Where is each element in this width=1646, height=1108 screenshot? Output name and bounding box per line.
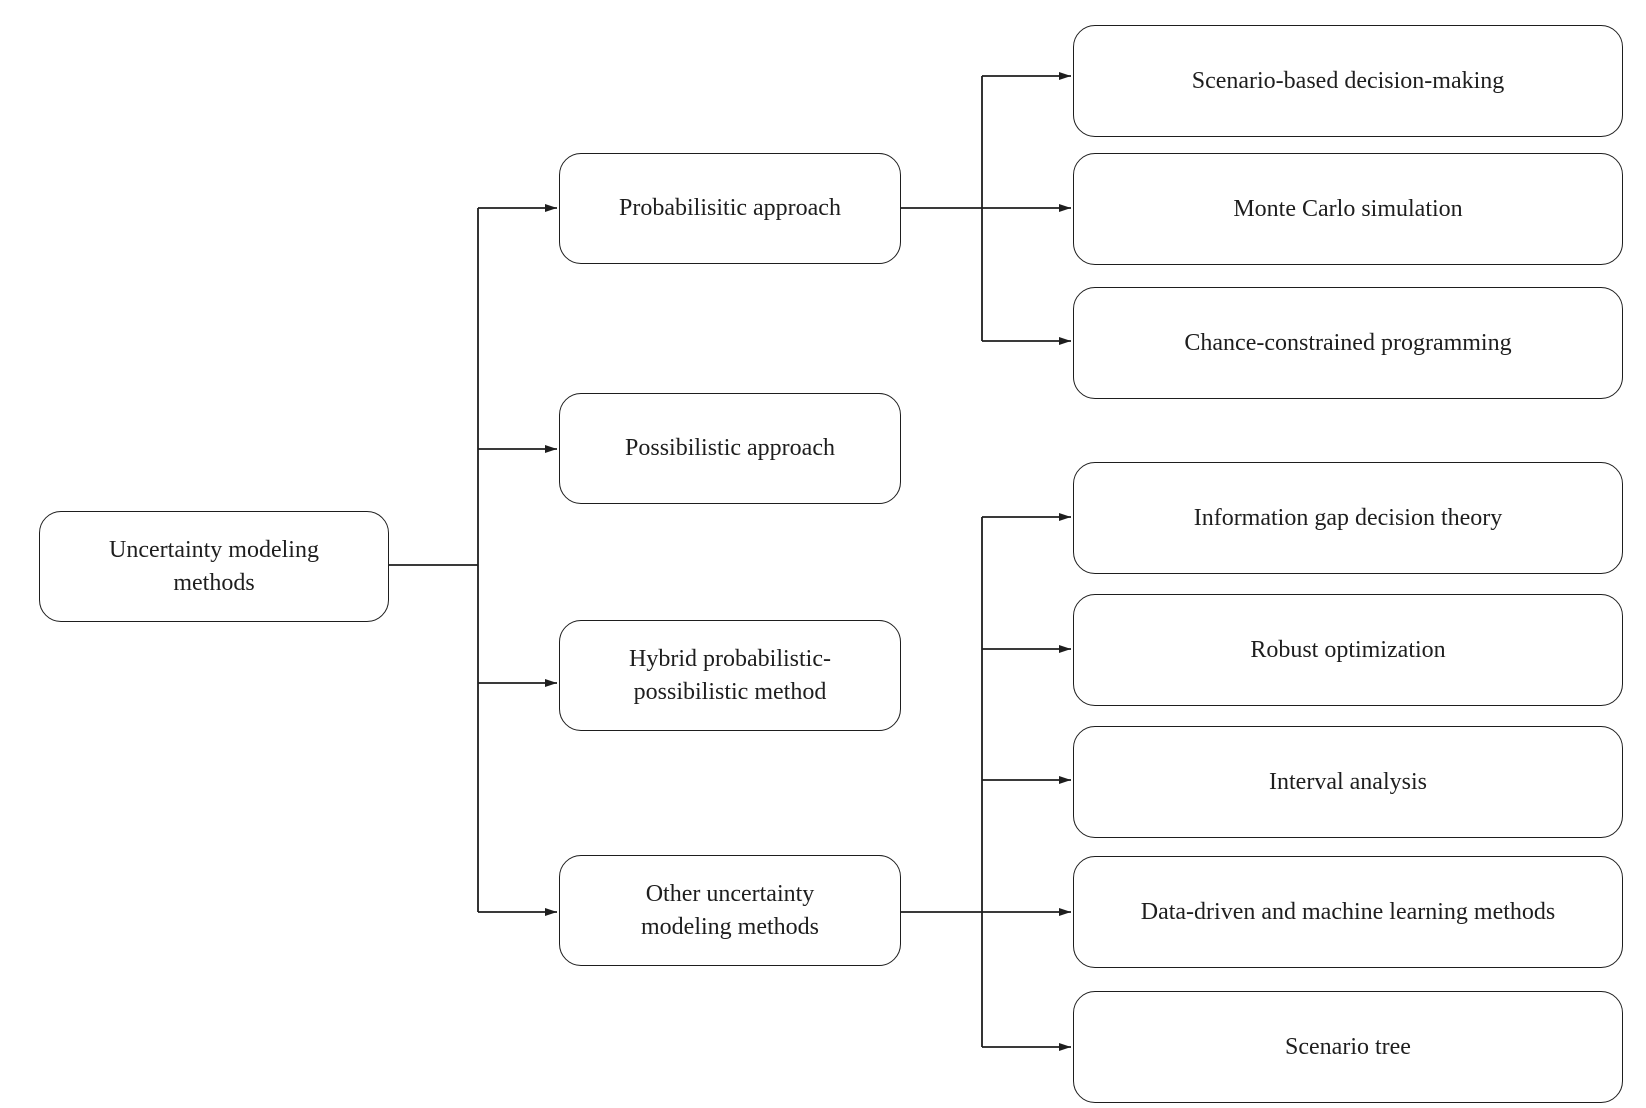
- hybrid-node: Hybrid probabilistic- possibilistic meth…: [559, 620, 901, 731]
- robust-optimization-label: Robust optimization: [1250, 636, 1446, 663]
- possibilistic-label: Possibilistic approach: [625, 435, 835, 461]
- monte-carlo-label: Monte Carlo simulation: [1233, 195, 1463, 222]
- interval-analysis-node: Interval analysis: [1073, 726, 1623, 838]
- scenario-based-node: Scenario-based decision-making: [1073, 25, 1623, 137]
- scenario-tree-node: Scenario tree: [1073, 991, 1623, 1103]
- chance-constrained-node: Chance-constrained programming: [1073, 287, 1623, 399]
- data-driven-node: Data-driven and machine learning methods: [1073, 856, 1623, 968]
- hybrid-label-line-1: Hybrid probabilistic-: [629, 645, 831, 672]
- other-label-line-2: modeling methods: [641, 913, 819, 940]
- probabilistic-node: Probabilisitic approach: [559, 153, 901, 264]
- interval-analysis-label: Interval analysis: [1269, 768, 1427, 795]
- chance-constrained-label: Chance-constrained programming: [1184, 329, 1512, 356]
- root-node: Uncertainty modeling methods: [39, 511, 389, 622]
- data-driven-label: Data-driven and machine learning methods: [1140, 898, 1556, 925]
- monte-carlo-node: Monte Carlo simulation: [1073, 153, 1623, 265]
- root-label-line-2: methods: [173, 569, 255, 596]
- probabilistic-label: Probabilisitic approach: [619, 195, 841, 221]
- other-label-line-1: Other uncertainty: [645, 880, 815, 907]
- info-gap-label: Information gap decision theory: [1193, 504, 1503, 531]
- hybrid-label-line-2: possibilistic method: [633, 678, 827, 705]
- possibilistic-node: Possibilistic approach: [559, 393, 901, 504]
- other-node: Other uncertainty modeling methods: [559, 855, 901, 966]
- robust-optimization-node: Robust optimization: [1073, 594, 1623, 706]
- root-label-line-1: Uncertainty modeling: [109, 536, 319, 563]
- info-gap-node: Information gap decision theory: [1073, 462, 1623, 574]
- scenario-tree-label: Scenario tree: [1285, 1033, 1411, 1060]
- scenario-based-label: Scenario-based decision-making: [1191, 67, 1505, 94]
